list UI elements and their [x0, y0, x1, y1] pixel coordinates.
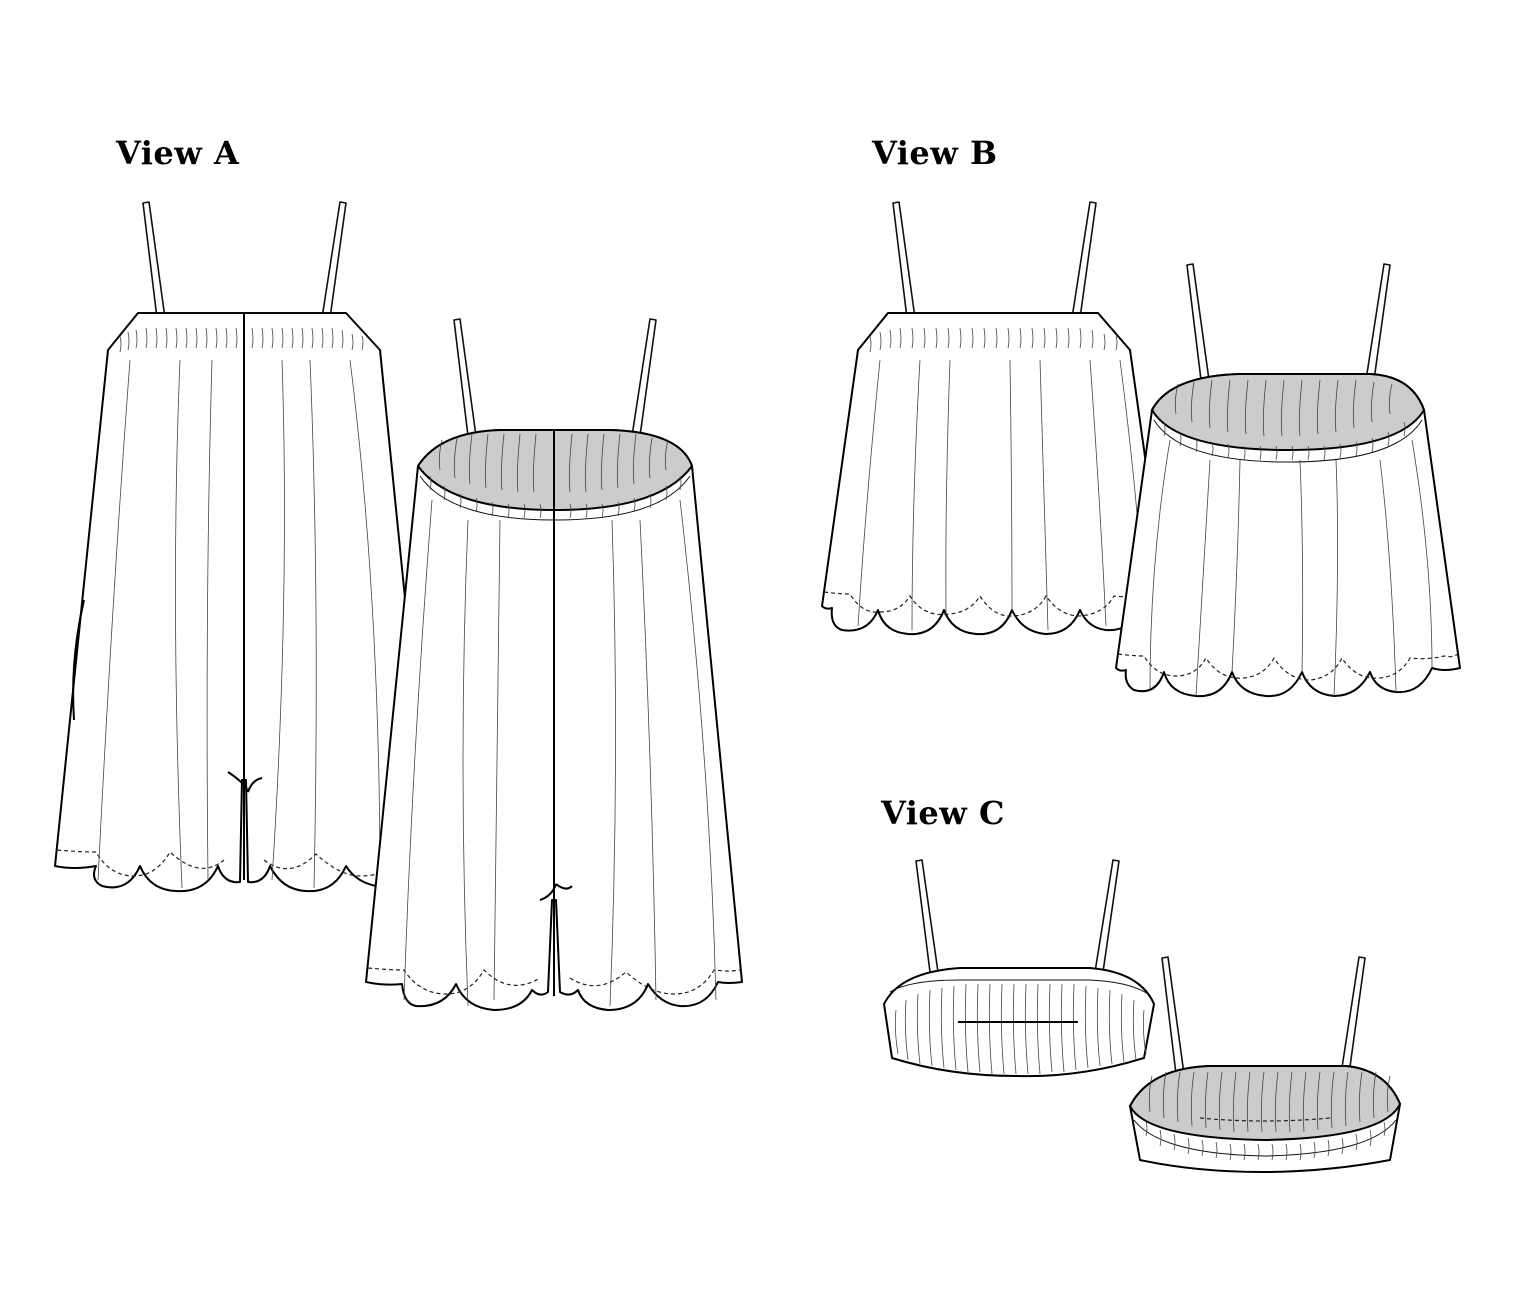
folds — [857, 359, 1145, 631]
view-c-back-bandeau — [1128, 956, 1402, 1173]
inside-lining — [1150, 373, 1426, 452]
view-a-back-romper — [365, 318, 743, 1011]
inside-gathers — [438, 433, 669, 493]
strap — [892, 201, 916, 319]
strap — [1340, 956, 1366, 1075]
view-c-front-bandeau — [883, 859, 1155, 1078]
top-band — [889, 979, 1149, 995]
strap — [142, 201, 166, 319]
elastic-casing — [1153, 419, 1423, 463]
inside-gathers — [1148, 1071, 1391, 1133]
strap — [1071, 201, 1097, 319]
gathers — [1145, 1121, 1386, 1161]
strap — [1365, 263, 1391, 381]
gathers — [869, 327, 1118, 353]
view-a-label: View A — [116, 134, 240, 172]
strap — [1094, 859, 1120, 973]
view-b-label: View B — [872, 134, 998, 172]
strap — [915, 859, 939, 973]
elastic-casing — [107, 312, 381, 351]
view-b-front-top — [821, 201, 1167, 636]
view-a-front-romper — [54, 201, 433, 893]
hem-stitch — [367, 967, 741, 995]
strap — [1186, 263, 1210, 381]
strap — [631, 318, 657, 437]
garment-body — [821, 312, 1167, 636]
crotch-detail — [227, 771, 263, 793]
view-b-back-top — [1115, 263, 1461, 698]
folds — [97, 359, 381, 889]
strap — [1161, 956, 1185, 1075]
gathers — [1163, 421, 1406, 461]
strap — [321, 201, 347, 319]
gathers — [429, 475, 682, 519]
inside-gathers — [1174, 379, 1393, 437]
gathers — [894, 983, 1147, 1075]
view-c-label: View C — [881, 794, 1005, 832]
elastic-casing — [1133, 1119, 1397, 1157]
crotch-detail — [539, 883, 573, 901]
strap — [453, 318, 477, 437]
inside-stitch — [1199, 1117, 1331, 1122]
side-pocket-line — [72, 599, 85, 721]
hem-stitch — [823, 591, 1165, 617]
folds — [1149, 439, 1433, 697]
gathers — [119, 327, 364, 353]
